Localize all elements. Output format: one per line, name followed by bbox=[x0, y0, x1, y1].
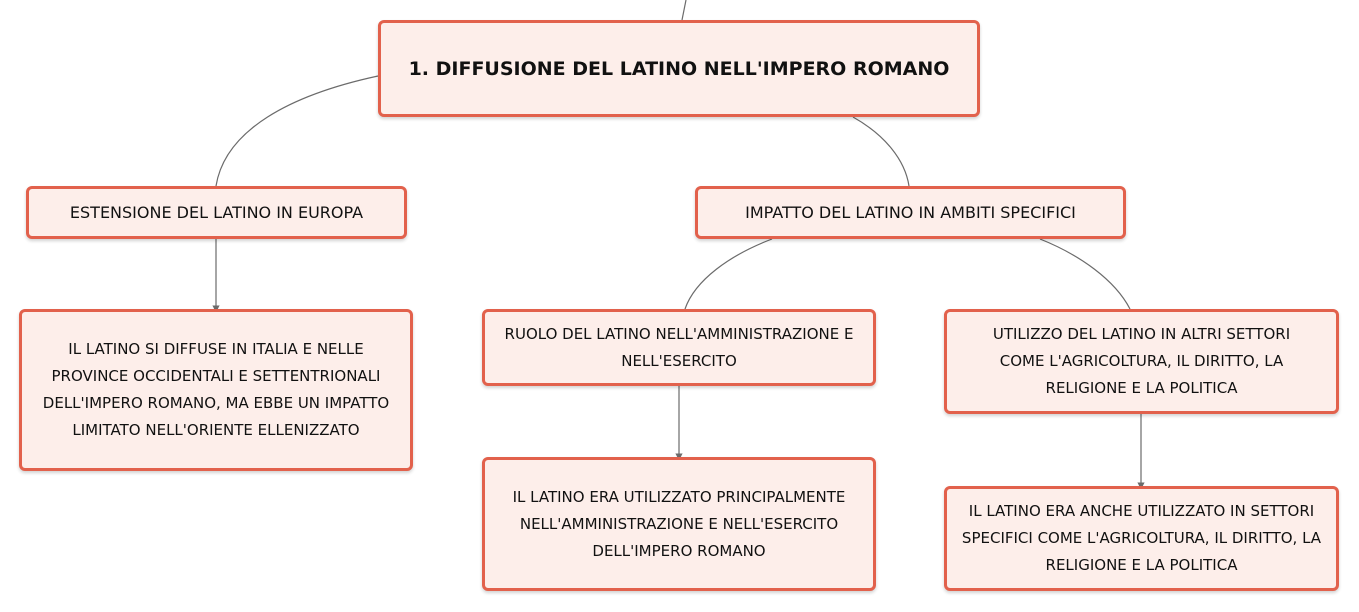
subtopic-ruolo-label: RUOLO DEL LATINO NELL'AMMINISTRAZIONE E … bbox=[504, 324, 854, 370]
subtopic-utilizzo-label: UTILIZZO DEL LATINO IN ALTRI SETTORI COM… bbox=[992, 325, 1291, 397]
connector-root-to-impatto bbox=[852, 116, 910, 187]
subtopic-estensione-detail-label: IL LATINO SI DIFFUSE IN ITALIA E NELLE P… bbox=[42, 340, 390, 439]
subtopic-ruolo-detail-node[interactable]: IL LATINO ERA UTILIZZATO PRINCIPALMENTE … bbox=[482, 457, 876, 591]
connector-parent-to-root bbox=[681, 0, 687, 21]
subtopic-ruolo-node[interactable]: RUOLO DEL LATINO NELL'AMMINISTRAZIONE E … bbox=[482, 309, 876, 386]
subtopic-estensione-detail-node[interactable]: IL LATINO SI DIFFUSE IN ITALIA E NELLE P… bbox=[19, 309, 413, 471]
topic-impatto-node[interactable]: IMPATTO DEL LATINO IN AMBITI SPECIFICI bbox=[695, 186, 1126, 239]
subtopic-utilizzo-detail-node[interactable]: IL LATINO ERA ANCHE UTILIZZATO IN SETTOR… bbox=[944, 486, 1339, 591]
root-topic-node[interactable]: 1. DIFFUSIONE DEL LATINO NELL'IMPERO ROM… bbox=[378, 20, 980, 117]
connector-impatto-to-ruolo bbox=[684, 238, 773, 310]
topic-impatto-label: IMPATTO DEL LATINO IN AMBITI SPECIFICI bbox=[745, 203, 1076, 222]
topic-estensione-label: ESTENSIONE DEL LATINO IN EUROPA bbox=[69, 203, 364, 222]
connector-impatto-to-utilizzo bbox=[1039, 238, 1131, 310]
subtopic-ruolo-detail-label: IL LATINO ERA UTILIZZATO PRINCIPALMENTE … bbox=[512, 487, 846, 560]
subtopic-utilizzo-node[interactable]: UTILIZZO DEL LATINO IN ALTRI SETTORI COM… bbox=[944, 309, 1339, 414]
connector-root-to-estensione bbox=[215, 75, 379, 187]
topic-estensione-node[interactable]: ESTENSIONE DEL LATINO IN EUROPA bbox=[26, 186, 407, 239]
root-topic-label: 1. DIFFUSIONE DEL LATINO NELL'IMPERO ROM… bbox=[408, 57, 950, 80]
subtopic-utilizzo-detail-label: IL LATINO ERA ANCHE UTILIZZATO IN SETTOR… bbox=[961, 502, 1322, 574]
